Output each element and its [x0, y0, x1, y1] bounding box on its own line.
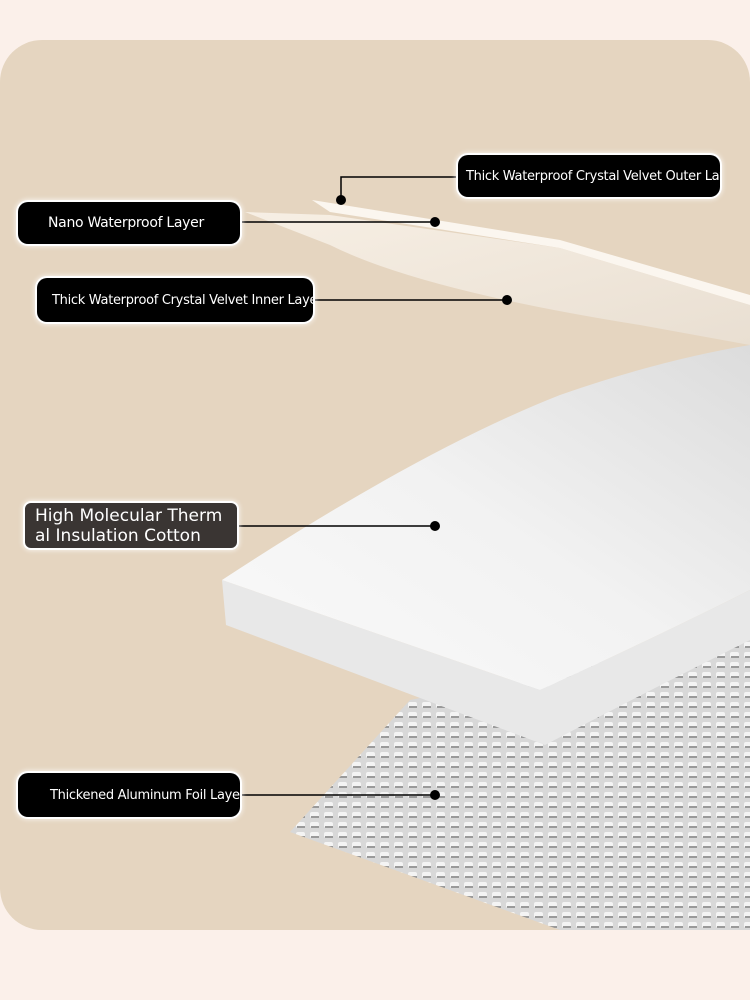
label-nano-layer: Nano Waterproof Layer — [18, 202, 240, 244]
marker-dot — [430, 790, 440, 800]
label-outer-layer: Thick Waterproof Crystal Velvet Outer La… — [458, 155, 720, 197]
velvet-inner-layer — [245, 212, 750, 345]
label-foil-layer: Thickened Aluminum Foil Layer — [18, 773, 240, 817]
marker-dot — [336, 195, 346, 205]
marker-dot — [502, 295, 512, 305]
marker-dot — [430, 217, 440, 227]
label-cotton-layer: High Molecular Therm al Insulation Cotto… — [25, 503, 237, 548]
insulation-cotton-front — [222, 580, 750, 745]
insulation-cotton-layer — [222, 345, 750, 690]
marker-dot — [430, 521, 440, 531]
velvet-outer-layer — [312, 200, 750, 305]
label-inner-layer: Thick Waterproof Crystal Velvet Inner La… — [37, 278, 313, 322]
aluminum-foil-layer — [290, 630, 750, 930]
